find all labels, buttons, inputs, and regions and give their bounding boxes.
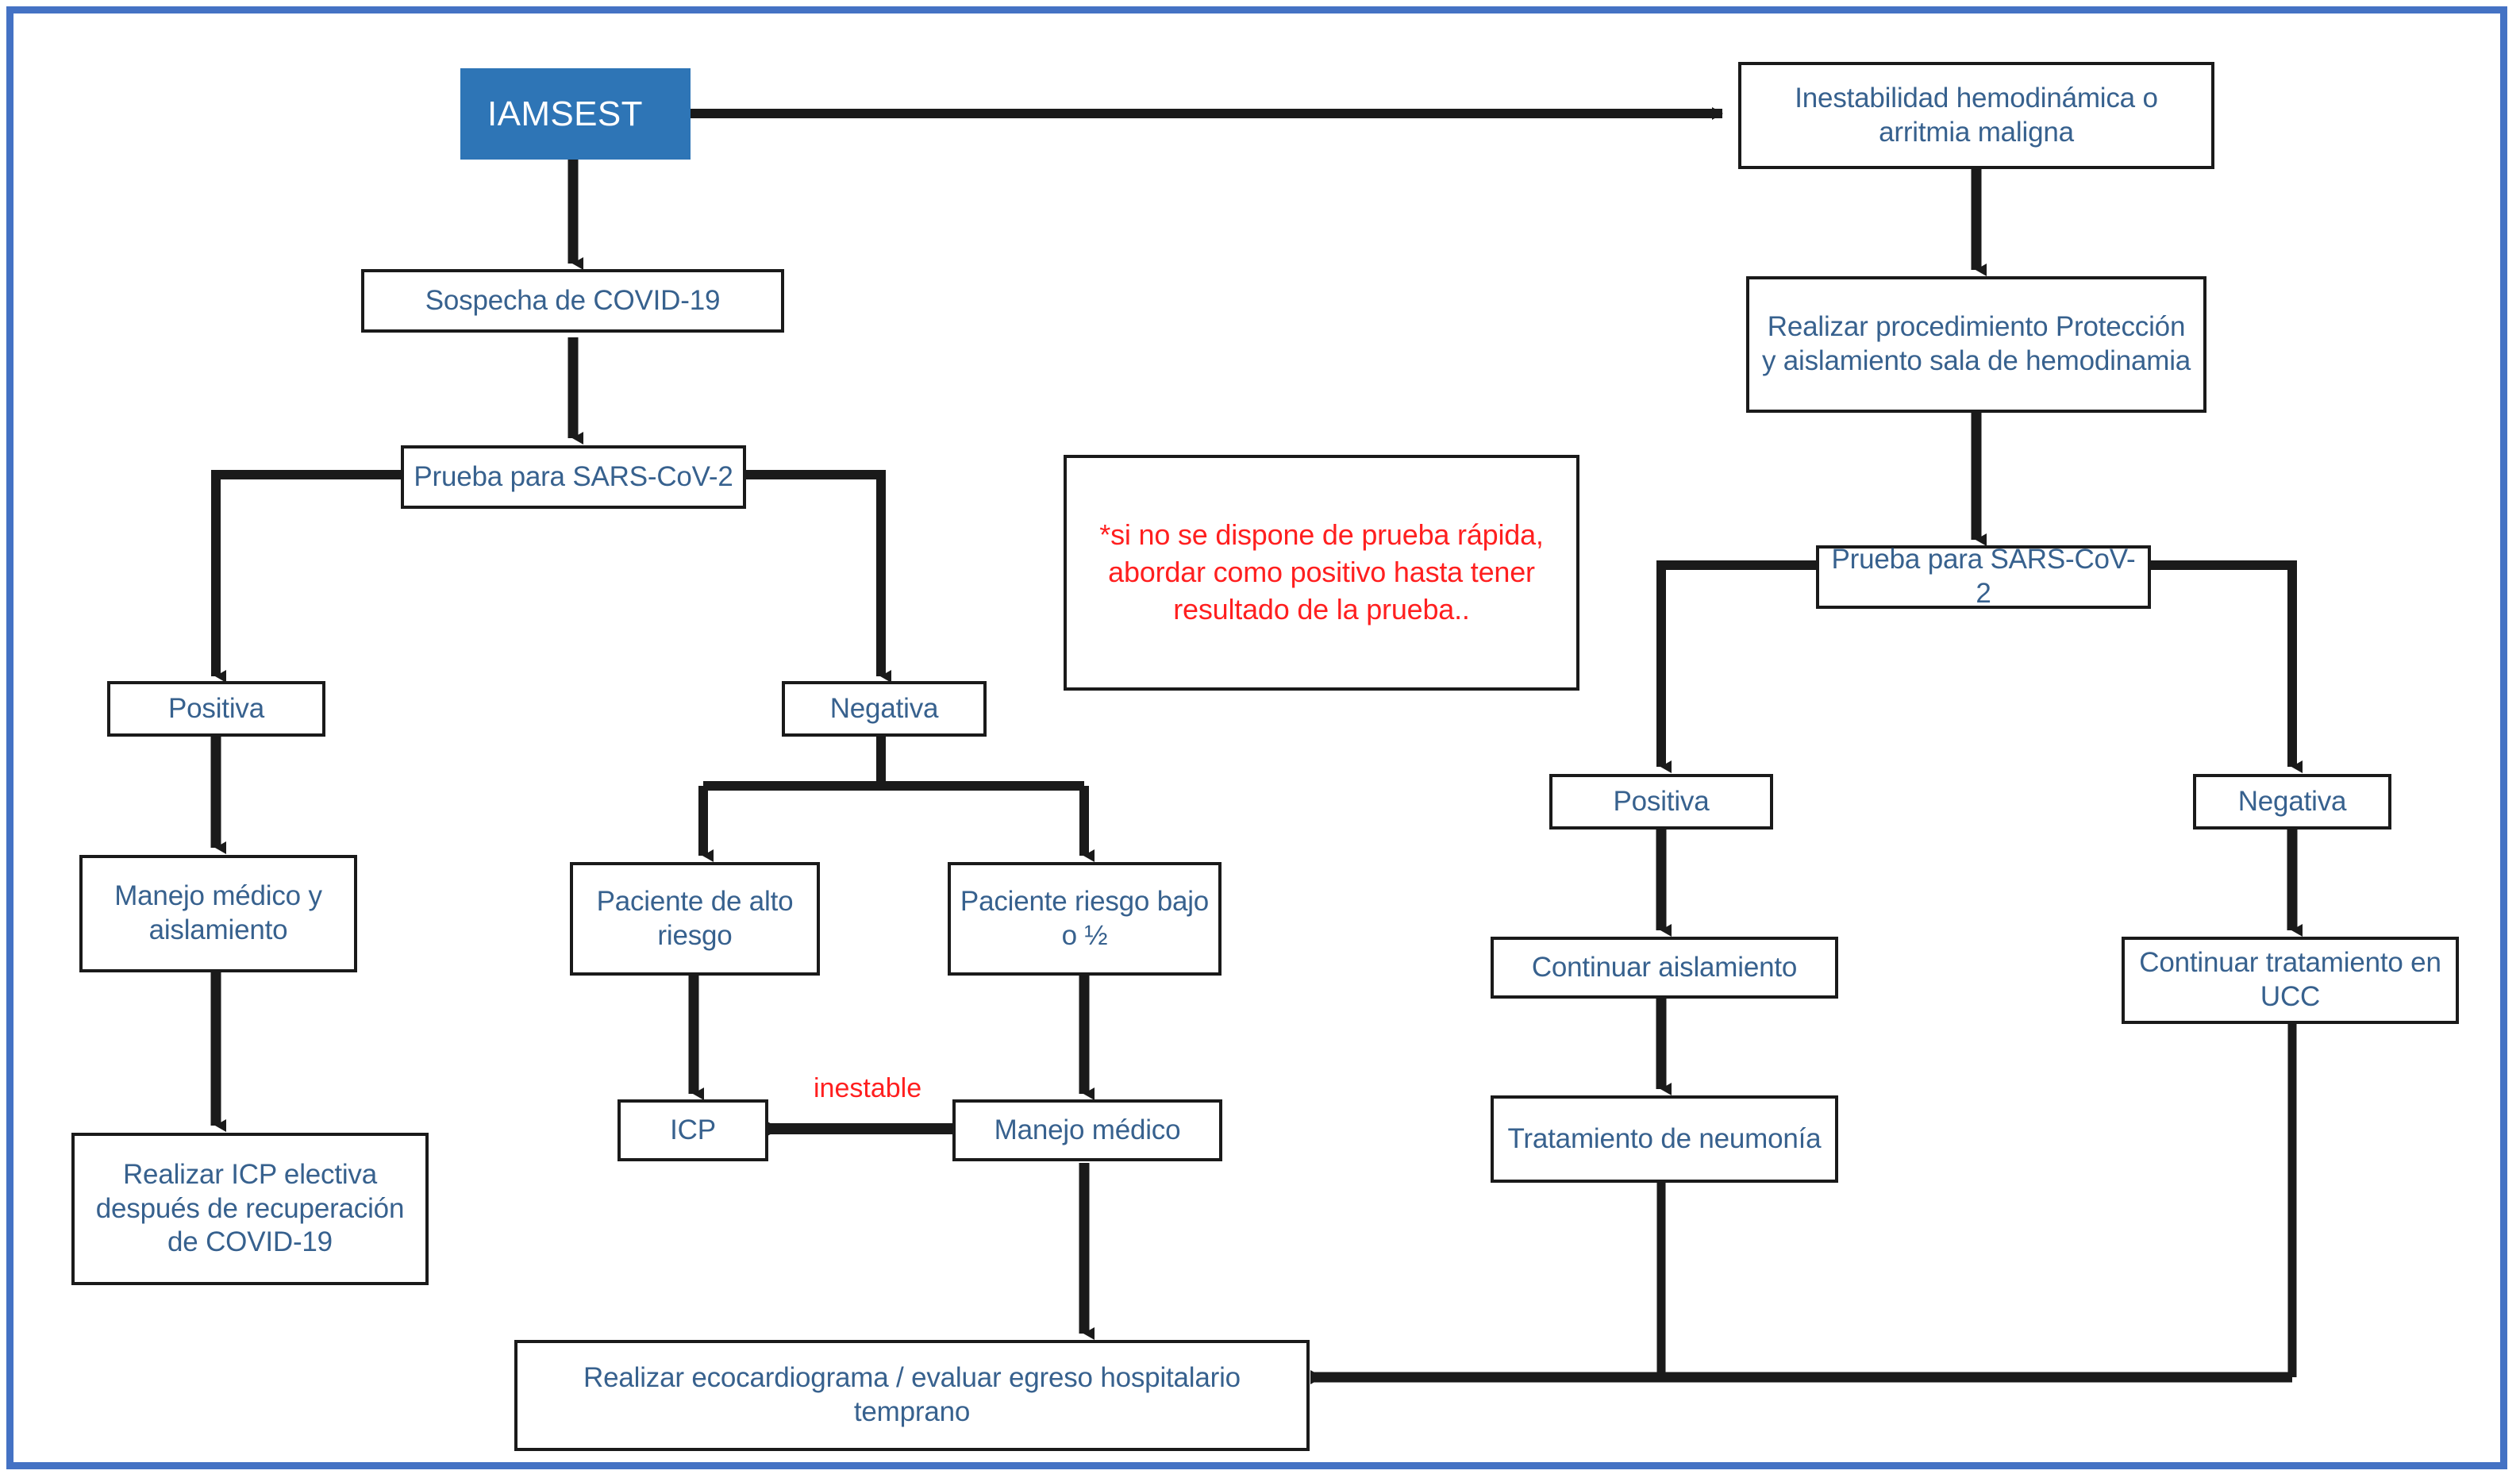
node-continuar-aislamiento-label: Continuar aislamiento bbox=[1531, 951, 1798, 983]
node-paciente-alto-riesgo-label: Paciente de alto riesgo bbox=[596, 885, 794, 951]
node-continuar-aislamiento[interactable]: Continuar aislamiento bbox=[1491, 937, 1838, 999]
node-icp[interactable]: ICP bbox=[617, 1099, 768, 1161]
node-continuar-tratamiento-ucc-label: Continuar tratamiento en UCC bbox=[2139, 947, 2441, 1012]
node-sospecha-covid[interactable]: Sospecha de COVID-19 bbox=[361, 269, 784, 333]
node-prueba-sars-izquierda[interactable]: Prueba para SARS-CoV-2 bbox=[401, 445, 746, 509]
node-positiva-izquierda-label: Positiva bbox=[168, 692, 264, 724]
note-prueba-rapida: *si no se dispone de prueba rápida, abor… bbox=[1064, 455, 1579, 691]
node-negativa-derecha-label: Negativa bbox=[2237, 785, 2347, 817]
node-negativa-derecha[interactable]: Negativa bbox=[2193, 774, 2391, 830]
node-iamsest[interactable]: IAMSEST bbox=[460, 68, 691, 160]
node-manejo-medico-aislamiento-label: Manejo médico y aislamiento bbox=[114, 880, 322, 945]
node-sospecha-covid-label: Sospecha de COVID-19 bbox=[425, 284, 721, 316]
node-icp-label: ICP bbox=[670, 1114, 716, 1145]
node-ecocardiograma-egreso-label: Realizar ecocardiograma / evaluar egreso… bbox=[583, 1362, 1241, 1427]
node-manejo-medico-label: Manejo médico bbox=[994, 1114, 1181, 1145]
node-paciente-riesgo-bajo[interactable]: Paciente riesgo bajo o ½ bbox=[948, 862, 1222, 976]
node-negativa-izquierda-label: Negativa bbox=[829, 692, 939, 724]
node-icp-electiva-label: Realizar ICP electiva después de recuper… bbox=[95, 1158, 405, 1258]
node-manejo-medico[interactable]: Manejo médico bbox=[952, 1099, 1222, 1161]
node-prueba-sars-derecha[interactable]: Prueba para SARS-CoV-2 bbox=[1816, 544, 2151, 609]
node-realizar-procedimiento[interactable]: Realizar procedimiento Protección y aisl… bbox=[1746, 276, 2206, 413]
node-positiva-derecha-label: Positiva bbox=[1613, 785, 1710, 817]
node-continuar-tratamiento-ucc[interactable]: Continuar tratamiento en UCC bbox=[2122, 937, 2459, 1024]
node-prueba-sars-izquierda-label: Prueba para SARS-CoV-2 bbox=[414, 460, 733, 492]
node-ecocardiograma-egreso[interactable]: Realizar ecocardiograma / evaluar egreso… bbox=[514, 1340, 1310, 1451]
edge-label-inestable: inestable bbox=[814, 1073, 922, 1103]
node-icp-electiva[interactable]: Realizar ICP electiva después de recuper… bbox=[71, 1133, 429, 1285]
note-prueba-rapida-text: *si no se dispone de prueba rápida, abor… bbox=[1099, 518, 1544, 626]
node-negativa-izquierda[interactable]: Negativa bbox=[782, 681, 987, 737]
node-iamsest-label: IAMSEST bbox=[487, 94, 643, 133]
node-tratamiento-neumonia[interactable]: Tratamiento de neumonía bbox=[1491, 1095, 1838, 1183]
node-paciente-riesgo-bajo-label: Paciente riesgo bajo o ½ bbox=[960, 885, 1210, 951]
node-realizar-procedimiento-label: Realizar procedimiento Protección y aisl… bbox=[1761, 311, 2191, 376]
node-manejo-medico-aislamiento[interactable]: Manejo médico y aislamiento bbox=[79, 855, 357, 972]
node-positiva-derecha[interactable]: Positiva bbox=[1549, 774, 1773, 830]
node-tratamiento-neumonia-label: Tratamiento de neumonía bbox=[1507, 1122, 1822, 1154]
node-prueba-sars-derecha-label: Prueba para SARS-CoV-2 bbox=[1831, 544, 2136, 609]
node-positiva-izquierda[interactable]: Positiva bbox=[107, 681, 325, 737]
node-inestabilidad-hemodinamica-label: Inestabilidad hemodinámica o arritmia ma… bbox=[1795, 82, 2158, 148]
node-inestabilidad-hemodinamica[interactable]: Inestabilidad hemodinámica o arritmia ma… bbox=[1738, 62, 2214, 169]
node-paciente-alto-riesgo[interactable]: Paciente de alto riesgo bbox=[570, 862, 820, 976]
